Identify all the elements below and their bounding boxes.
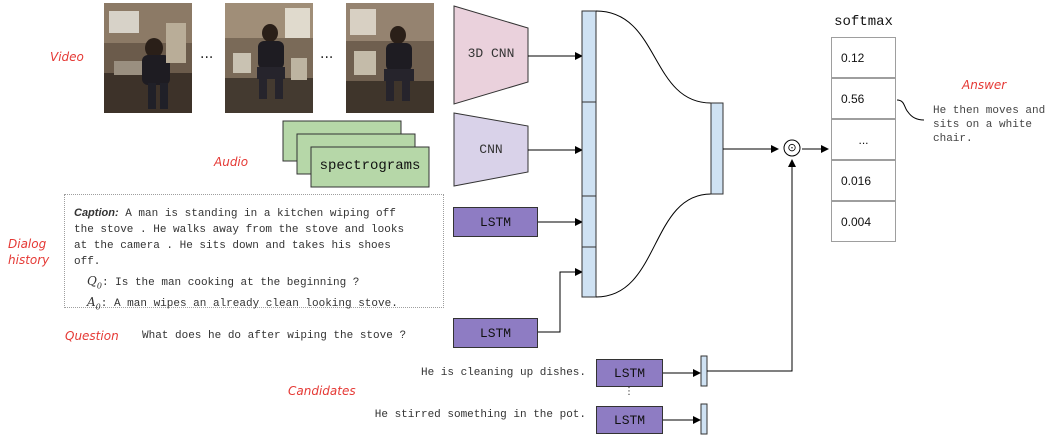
cnn3d-label: 3D CNN (467, 46, 515, 61)
video-frame-1-image (104, 3, 192, 113)
candidates-vertical-ellipsis: ⋮ (624, 386, 634, 397)
a0-symbol: A0 (87, 295, 101, 312)
answer-text: He then moves and sits on a white chair. (933, 104, 1058, 146)
frame-ellipsis-2: ... (320, 46, 334, 62)
softmax-cell-5: 0.004 (831, 201, 896, 242)
answer-line-2: sits on a white (933, 119, 1033, 131)
question-lstm: LSTM (453, 318, 538, 348)
answer-line-1: He then moves and (933, 105, 1046, 117)
question-text: What does he do after wiping the stove ? (142, 330, 407, 342)
a0-text: : A man wipes an already clean looking s… (100, 298, 398, 311)
caption-label: Caption: (74, 207, 119, 219)
answer-line-3: chair. (933, 133, 973, 145)
q0-symbol: Q0 (87, 274, 102, 291)
frame-ellipsis-1: ... (200, 46, 214, 62)
video-frame-3 (346, 3, 434, 113)
candidate-text-1: He is cleaning up dishes. (420, 367, 586, 379)
spectrogram-card-front (310, 146, 430, 188)
candidate-text-2: He stirred something in the pot. (374, 409, 586, 421)
video-frame-3-image (346, 3, 434, 113)
candidate-lstm-1: LSTM (596, 359, 663, 387)
dialog-history-box: Caption: A man is standing in a kitchen … (64, 194, 444, 312)
funnel-curve-bottom (595, 193, 712, 298)
answer-label: Answer (962, 78, 1007, 92)
cnn-block (453, 112, 529, 187)
video-frame-1 (104, 3, 192, 113)
candidates-label: Candidates (288, 384, 356, 398)
caption-line-4: off. (74, 256, 101, 268)
softmax-cell-4: 0.016 (831, 160, 896, 201)
caption-block: Caption: A man is standing in a kitchen … (74, 205, 444, 270)
spectrograms-label: spectrograms (319, 158, 421, 174)
video-label: Video (50, 50, 84, 64)
caption-line-1: A man is standing in a kitchen wiping of… (125, 208, 396, 220)
audio-label: Audio (214, 155, 249, 169)
q0-row: Q0: Is the man cooking at the beginning … (87, 273, 437, 294)
dialog-history-label: Dialog history (8, 237, 50, 267)
dialog-lstm: LSTM (453, 207, 538, 237)
cnn-label: CNN (479, 142, 503, 157)
arrow-candidate-to-product (707, 159, 796, 372)
funnel-curve-top (595, 10, 712, 104)
qa-block: Q0: Is the man cooking at the beginning … (87, 273, 437, 316)
a0-row: A0: A man wipes an already clean looking… (87, 294, 437, 315)
product-symbol: ⊙ (787, 141, 797, 154)
fused-feature-bar (710, 102, 724, 195)
concat-feature-bar (581, 10, 597, 298)
cnn3d-block (453, 5, 529, 105)
answer-bracket (896, 99, 925, 121)
candidate-lstm-2: LSTM (596, 406, 663, 434)
softmax-cell-3: ... (831, 119, 896, 160)
caption-line-3: at the camera . He sits down and takes h… (74, 240, 391, 252)
caption-line-2: the stove . He walks away from the stove… (74, 224, 405, 236)
candidate-feature-bar-1 (700, 355, 708, 387)
video-frame-2 (225, 3, 313, 113)
candidate-feature-bar-2 (700, 403, 708, 435)
arrow-question-lstm-to-bar (538, 268, 583, 333)
softmax-cell-1: 0.12 (831, 37, 896, 78)
softmax-cell-2: 0.56 (831, 78, 896, 119)
video-frame-2-image (225, 3, 313, 113)
question-label: Question (65, 329, 119, 343)
product-circle (783, 139, 801, 157)
q0-text: : Is the man cooking at the beginning ? (101, 277, 360, 289)
softmax-title: softmax (834, 14, 893, 30)
